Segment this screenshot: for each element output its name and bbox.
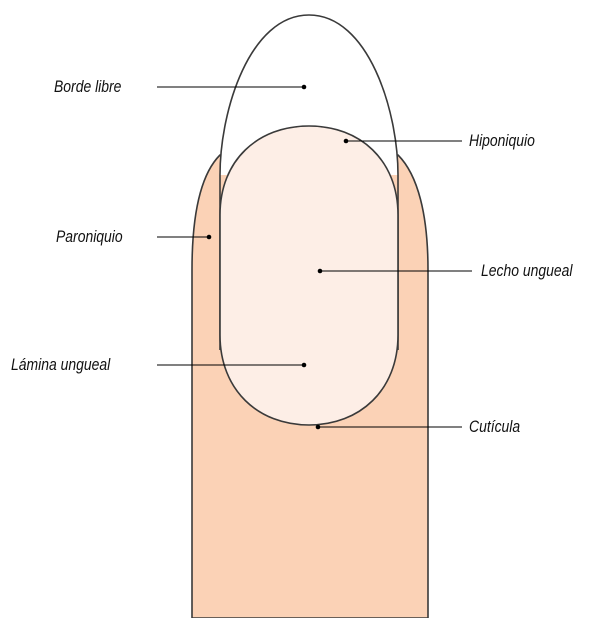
label-paroniquio: Paroniquio	[56, 227, 123, 247]
label-lecho-ungueal: Lecho ungueal	[481, 261, 572, 281]
dot-cuticula	[316, 425, 321, 430]
dot-lecho-ungueal	[318, 269, 323, 274]
label-hiponiquio: Hiponiquio	[469, 131, 535, 151]
label-lamina-ungueal: Lámina ungueal	[11, 355, 110, 375]
dot-lamina-ungueal	[302, 363, 307, 368]
label-borde-libre: Borde libre	[54, 77, 121, 97]
label-cuticula: Cutícula	[469, 417, 520, 437]
dot-borde-libre	[302, 85, 307, 90]
nail-plate-shape	[220, 126, 398, 425]
dot-paroniquio	[207, 235, 212, 240]
dot-hiponiquio	[344, 139, 349, 144]
